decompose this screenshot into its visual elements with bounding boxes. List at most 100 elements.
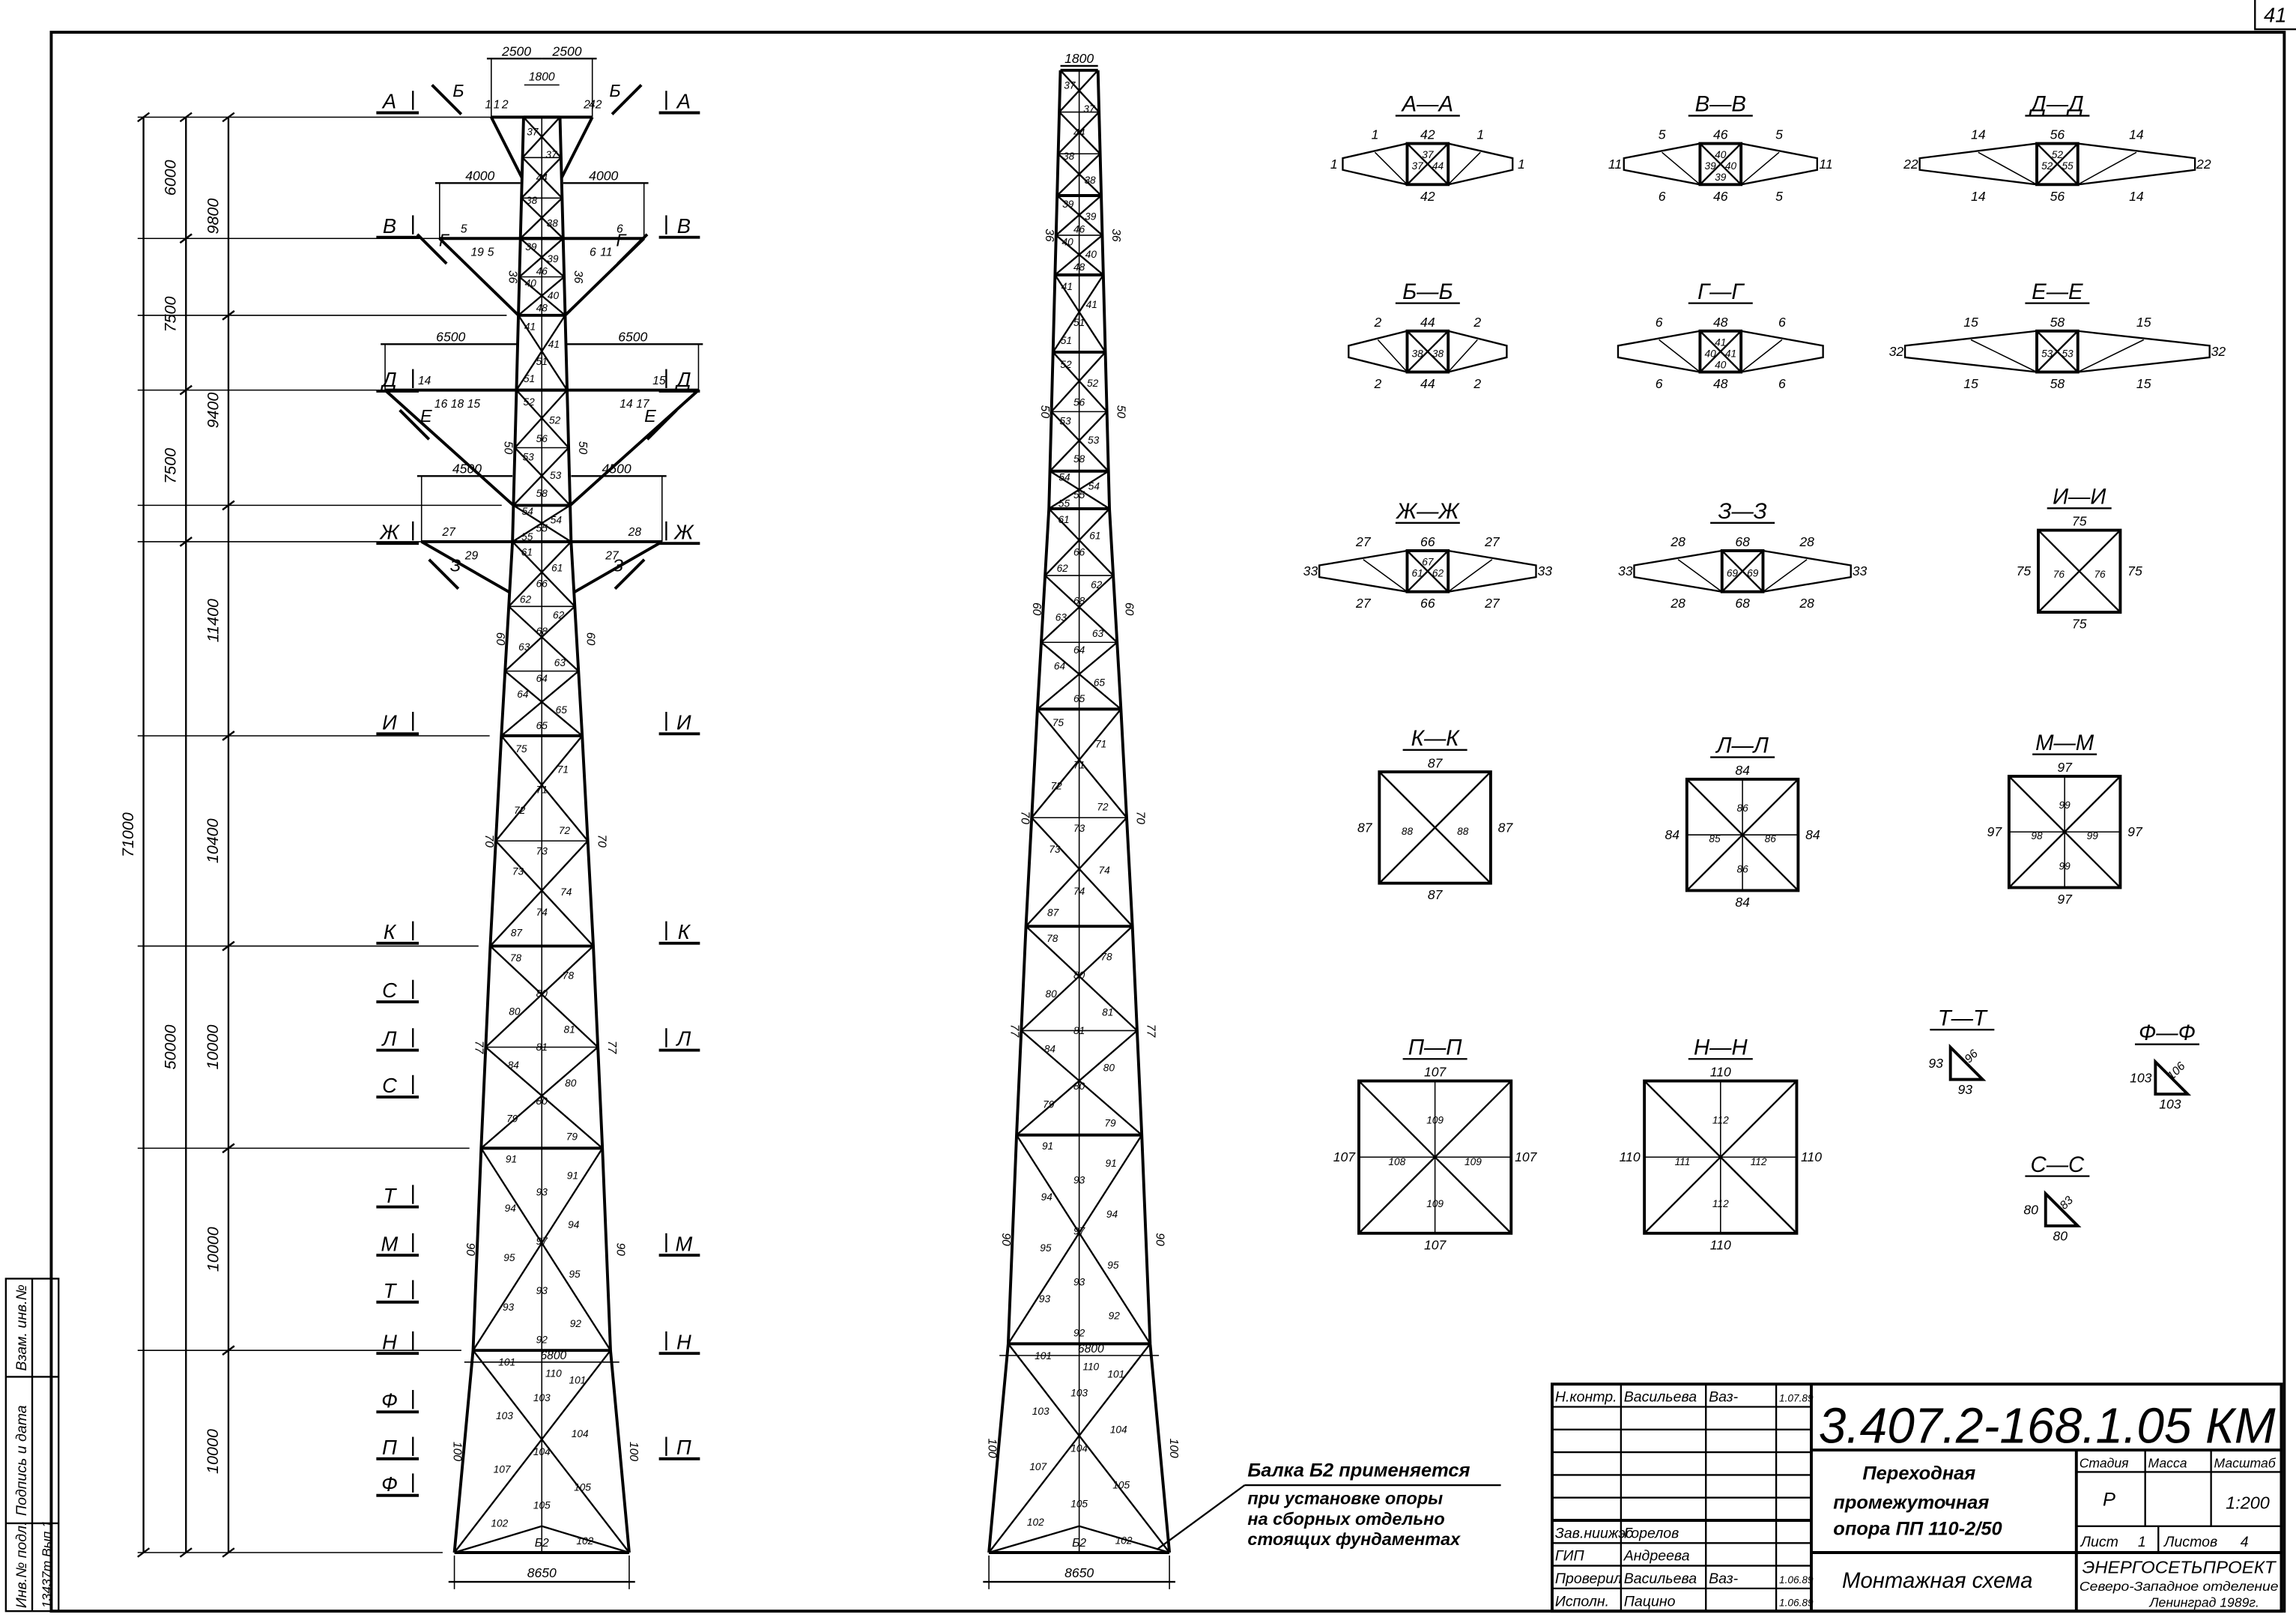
section-member-label: 40: [1725, 160, 1737, 172]
crossarm-strut: [560, 116, 594, 179]
section-member-label: 53: [2062, 348, 2074, 359]
member-label: 54: [1058, 472, 1070, 483]
section-marker-letter: Д: [674, 368, 691, 391]
arm-member-label: 6: [617, 223, 623, 235]
section-marker-letter: Т: [384, 1279, 398, 1302]
height-dim: 9800: [204, 199, 222, 235]
member-label: 91: [1042, 1140, 1053, 1152]
section-member-label: 58: [2050, 315, 2065, 330]
section-member-label: 28: [1799, 534, 1814, 549]
member-label: 105: [1070, 1498, 1088, 1509]
diagonal-brace: [453, 1349, 611, 1553]
diagonal-brace: [1007, 1134, 1143, 1345]
diagonal-brace: [1041, 641, 1122, 710]
height-dim: 6000: [162, 160, 180, 196]
section-member-label: 80: [2023, 1202, 2038, 1217]
arm-length-dim: 2500: [551, 43, 581, 58]
section-member-label: 22: [1903, 157, 1918, 172]
member-label: 40: [1062, 236, 1074, 247]
object-name: Переходная: [1862, 1463, 1975, 1484]
section-member-label: 107: [1424, 1065, 1447, 1080]
object-name: опора ПП 110-2/50: [1833, 1519, 2002, 1540]
member-label: 93: [536, 1285, 548, 1296]
arm-member-label: 27: [441, 526, 456, 539]
diagonal-brace: [1054, 274, 1106, 353]
signature-table-cell: Н.контр.: [1555, 1389, 1617, 1406]
leg-label: 100: [985, 1439, 998, 1458]
arm-member-label: 15: [652, 375, 666, 387]
stamp-cell: Подпись и дата: [13, 1405, 30, 1516]
section-member-label: 46: [1713, 127, 1728, 142]
wing-right: [2077, 330, 2211, 373]
member-label: 93: [1073, 1276, 1085, 1287]
section-marker-letter: Г: [616, 230, 627, 250]
section-member-label: 88: [1457, 826, 1469, 837]
member-label: 103: [496, 1410, 513, 1421]
wing-right: [2077, 142, 2196, 186]
arm-member-label: 2: [583, 99, 590, 112]
section-marker-left: И: [376, 710, 419, 736]
section-member-label: 6: [1778, 315, 1786, 330]
member-label: 46: [536, 265, 548, 276]
section-marker-letter: А: [676, 90, 691, 113]
height-dim: 7500: [162, 296, 180, 332]
member-label: 63: [1055, 611, 1067, 623]
section-marker-letter: К: [384, 920, 397, 943]
section-member-label: 87: [1428, 755, 1444, 770]
wing-right: [1762, 549, 1852, 593]
drawing-code: 3.407.2-168.1.05 КМ: [1819, 1398, 2276, 1454]
section-member-label: 37: [1412, 160, 1425, 172]
leg-label: 100: [627, 1442, 640, 1461]
section-member-label: 1: [1518, 157, 1525, 172]
section-title: Б—Б: [1402, 279, 1453, 304]
total-height-dim: 71000: [119, 812, 137, 857]
section-title: С—С: [2031, 1152, 2085, 1177]
note-line: на сборных отдельно: [1247, 1509, 1444, 1529]
member-label: 64: [1073, 644, 1085, 656]
section-member-label: 27: [1355, 596, 1372, 611]
member-label: 87: [511, 927, 524, 938]
diagonal-brace: [1031, 817, 1133, 927]
member-label: 91: [506, 1153, 517, 1164]
section-marker-letter: К: [678, 920, 691, 943]
section-member-label: 66: [1420, 596, 1435, 611]
signature-table-cell: Андреева: [1623, 1548, 1690, 1565]
member-label: 105: [1112, 1480, 1130, 1491]
section-member-label: 80: [2053, 1229, 2068, 1244]
wing-left: [1903, 330, 2038, 373]
signature-table-cell: Горелов: [1624, 1525, 1679, 1541]
section-cut-line: [617, 233, 649, 265]
section-marker-letter: Б: [609, 81, 620, 100]
member-label: 80: [1103, 1062, 1115, 1073]
section-member-label: 109: [1426, 1114, 1444, 1125]
height-dim: 50000: [162, 1025, 180, 1070]
section-member-label: 75: [2072, 617, 2087, 632]
section-member-label: 14: [1971, 189, 1986, 204]
member-label: 63: [1092, 628, 1104, 639]
member-label: 104: [572, 1428, 589, 1439]
section-marker-left: К: [376, 920, 419, 945]
section-member-label: 42: [1420, 127, 1435, 142]
section-member-label: 97: [2057, 892, 2073, 907]
section-member-label: 76: [2094, 569, 2106, 580]
section-member-label: 27: [1484, 534, 1500, 549]
base-width-dim: 8650: [1064, 1565, 1094, 1580]
arm-member-label: 15: [467, 398, 481, 411]
sheet-number-box: 41: [2254, 0, 2296, 31]
section-member-label: 84: [1735, 763, 1750, 778]
diagonal-brace: [1020, 925, 1133, 1032]
section-member-label: 110: [1710, 1065, 1731, 1080]
diagonal-brace: [1020, 1030, 1142, 1136]
section-marker-letter: С: [382, 1074, 397, 1097]
section-member-label: 110: [1710, 1237, 1731, 1252]
note-line: стоящих фундаментах: [1247, 1529, 1461, 1549]
signature-table-cell: Ваз-: [1709, 1389, 1739, 1406]
leg-label: 70: [595, 835, 608, 848]
wing-left: [1617, 330, 1701, 373]
member-label: 68: [536, 626, 548, 637]
section-member-label: 37: [1422, 149, 1435, 160]
